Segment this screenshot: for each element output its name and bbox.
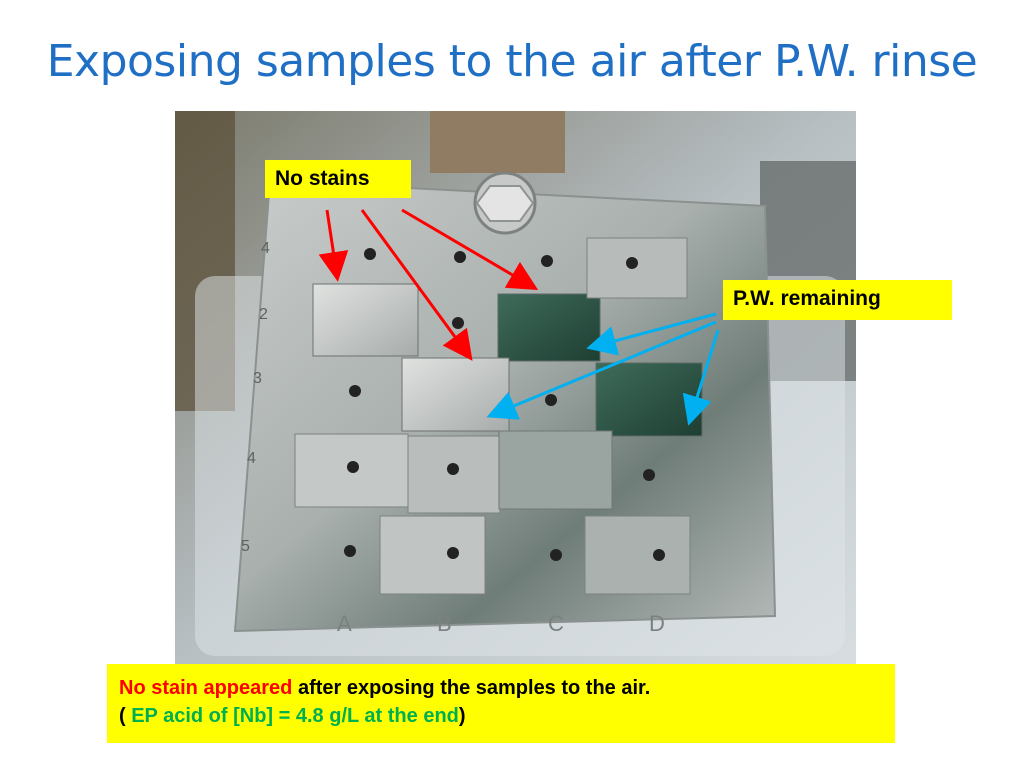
- caption-paren-close: ): [458, 705, 466, 727]
- column-letter: B: [437, 611, 452, 636]
- coupon: [497, 293, 601, 362]
- row-number: 3: [253, 370, 262, 387]
- column-letter: A: [337, 611, 352, 636]
- no-stains-label: No stains: [265, 160, 411, 198]
- row-number: 4: [261, 240, 270, 257]
- caption-paren-open: (: [119, 705, 132, 727]
- slide-title: Exposing samples to the air after P.W. r…: [46, 36, 978, 87]
- coupon: [586, 237, 688, 299]
- column-letter: D: [649, 611, 665, 636]
- caption-line-1: No stain appeared after exposing the sam…: [119, 674, 883, 702]
- top-fixture: [430, 111, 565, 173]
- plate-holes: [344, 248, 665, 561]
- photo-illustration: 4 2 3 4 5 A B C D: [175, 111, 856, 667]
- caption-highlight-red: No stain appeared: [119, 677, 293, 699]
- caption-line-2: ( EP acid of [Nb] = 4.8 g/L at the end): [119, 702, 883, 730]
- red-arrow-3: [401, 208, 539, 291]
- row-number: 5: [241, 538, 250, 555]
- sample-photo: 4 2 3 4 5 A B C D: [175, 111, 856, 667]
- coupon: [584, 515, 691, 595]
- caption-text: after exposing the samples to the air.: [292, 677, 651, 699]
- red-arrow-1: [318, 209, 349, 282]
- row-number: 2: [259, 306, 268, 323]
- row-number: 4: [247, 450, 256, 467]
- pw-remaining-label: P.W. remaining: [723, 280, 952, 320]
- caption-highlight-green: EP acid of [Nb] = 4.8 g/L at the end: [131, 705, 459, 727]
- coupon: [379, 515, 486, 595]
- red-arrow-2: [360, 209, 473, 361]
- coupon: [498, 430, 613, 510]
- blue-arrow-2: [486, 320, 717, 420]
- blue-arrow-1: [586, 312, 717, 356]
- column-letter: C: [548, 611, 564, 636]
- caption-box: No stain appeared after exposing the sam…: [107, 664, 895, 743]
- coupon: [312, 283, 419, 357]
- blue-arrow-3: [682, 329, 720, 426]
